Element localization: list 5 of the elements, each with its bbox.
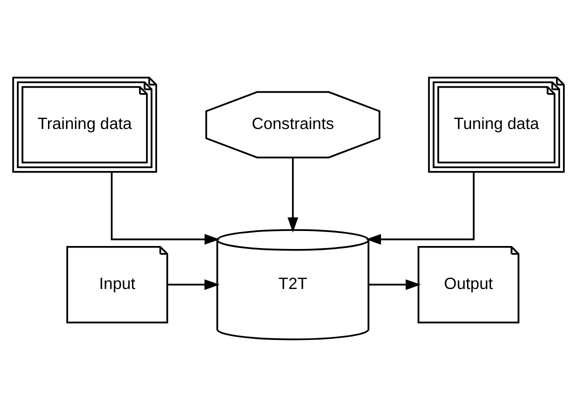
- arrow: [168, 278, 220, 290]
- arrow: [288, 157, 298, 232]
- arrow: [366, 172, 475, 244]
- arrow: [110, 172, 220, 244]
- arrow: [368, 278, 421, 290]
